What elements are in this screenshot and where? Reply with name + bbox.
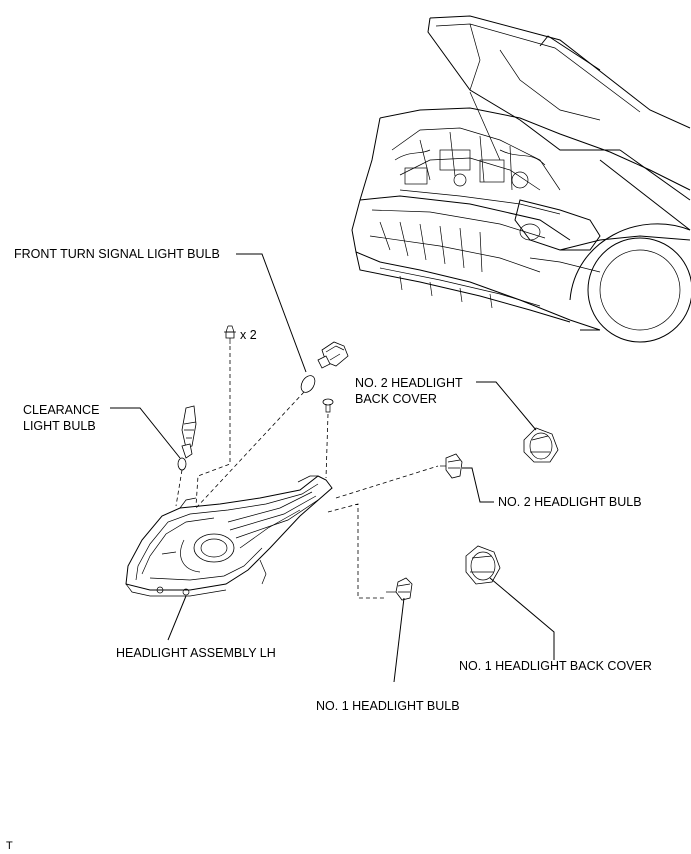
clearance-bulb-icon	[177, 457, 187, 471]
no1-headlight-bulb-icon	[386, 577, 413, 601]
turn-signal-bulb-icon	[300, 375, 316, 393]
no2-headlight-bulb-icon	[440, 453, 463, 479]
headlight-assembly-illustration	[125, 475, 333, 597]
screw-icon	[322, 398, 334, 413]
label-clearance-line1: CLEARANCE	[23, 403, 100, 417]
label-qty-x2: x 2	[240, 328, 257, 342]
installation-dashed-lines	[175, 346, 439, 599]
label-no2-headlight-bulb: NO. 2 HEADLIGHT BULB	[498, 495, 642, 509]
turn-signal-socket-icon	[317, 341, 349, 369]
bolt-icon	[224, 325, 236, 344]
no1-back-cover-icon	[465, 545, 501, 585]
label-no2-back-cover-line2: BACK COVER	[355, 392, 437, 406]
label-no1-headlight-back-cover: NO. 1 HEADLIGHT BACK COVER	[459, 659, 652, 673]
label-no1-headlight-bulb: NO. 1 HEADLIGHT BULB	[316, 699, 460, 713]
label-no2-back-cover-line1: NO. 2 HEADLIGHT	[355, 376, 463, 390]
vehicle-front-illustration	[351, 15, 691, 343]
leader-lines	[110, 253, 555, 683]
label-front-turn-signal-light-bulb: FRONT TURN SIGNAL LIGHT BULB	[14, 247, 220, 261]
label-headlight-assembly-lh: HEADLIGHT ASSEMBLY LH	[116, 646, 276, 660]
corner-mark: T	[6, 840, 13, 852]
label-clearance-line2: LIGHT BULB	[23, 419, 96, 433]
clearance-socket-icon	[181, 405, 197, 459]
no2-back-cover-icon	[523, 427, 559, 463]
